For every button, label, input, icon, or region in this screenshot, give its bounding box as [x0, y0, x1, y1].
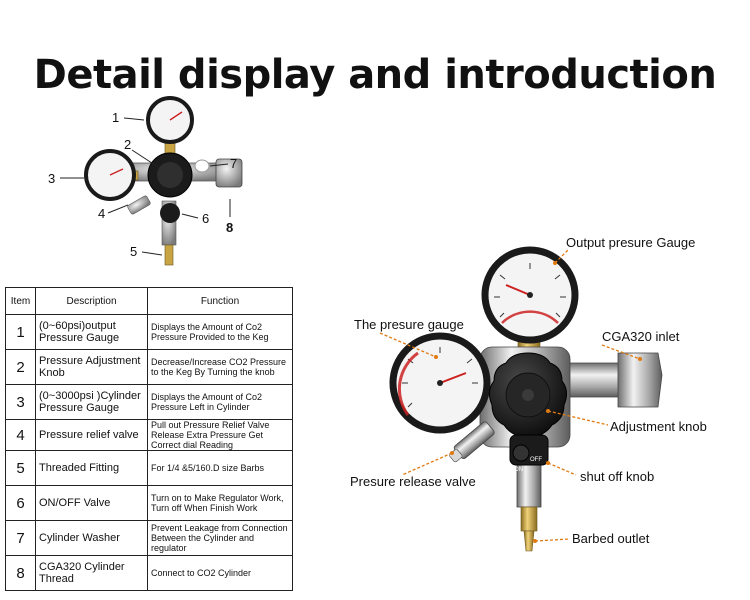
label-barbed-outlet: Barbed outlet	[572, 531, 650, 546]
callout-7: 7	[230, 156, 237, 171]
small-regulator-diagram: 1 2 3 4 5 6 7 8	[48, 96, 243, 266]
outlet-fitting	[164, 244, 174, 266]
label-output-gauge: Output presure Gauge	[566, 235, 695, 250]
table-header-row: Item Description Function	[5, 287, 293, 315]
cell-description: ON/OFF Valve	[35, 485, 148, 521]
shutoff-knob	[512, 444, 530, 462]
cylinder-gauge-needle	[439, 372, 467, 384]
relief-valve	[127, 195, 151, 215]
cga320-inlet-nut	[617, 352, 663, 408]
label-pressure-gauge: The presure gauge	[354, 317, 464, 332]
callout-2: 2	[124, 137, 131, 152]
label-adjustment-knob: Adjustment knob	[610, 419, 707, 434]
cell-item: 1	[5, 314, 36, 350]
cell-function: Pull out Pressure Relief Valve Release E…	[147, 419, 293, 451]
table-row: 4 Pressure relief valve Pull out Pressur…	[5, 419, 293, 451]
cell-description: Cylinder Washer	[35, 520, 148, 556]
small-onoff-valve	[160, 203, 180, 223]
header-function: Function	[147, 287, 293, 315]
cell-function: Connect to CO2 Cylinder	[147, 555, 293, 591]
cell-item: 4	[5, 419, 36, 451]
table-row: 2 Pressure Adjustment Knob Decrease/Incr…	[5, 349, 293, 385]
label-shutoff-knob: shut off knob	[580, 469, 654, 484]
header-item: Item	[5, 287, 36, 315]
cell-description: Threaded Fitting	[35, 450, 148, 486]
cell-function: Decrease/Increase CO2 Pressure to the Ke…	[147, 349, 293, 385]
barbed-outlet	[520, 506, 538, 532]
cell-description: CGA320 Cylinder Thread	[35, 555, 148, 591]
output-gauge-needle	[505, 284, 531, 296]
cell-item: 3	[5, 384, 36, 420]
callout-5: 5	[130, 244, 137, 259]
callout-6: 6	[202, 211, 209, 226]
cell-item: 7	[5, 520, 36, 556]
cell-function: Displays the Amount of Co2 Pressure Left…	[147, 384, 293, 420]
large-regulator-diagram: ON OFF Output presure Gauge The presure …	[350, 235, 707, 552]
table-row: 8 CGA320 Cylinder Thread Connect to CO2 …	[5, 555, 293, 591]
washer-icon	[194, 159, 210, 173]
label-cga320-inlet: CGA320 inlet	[602, 329, 680, 344]
table-row: 1 (0~60psi)output Pressure Gauge Display…	[5, 314, 293, 350]
callout-4: 4	[98, 206, 105, 221]
callout-8: 8	[226, 220, 233, 235]
cell-description: Pressure Adjustment Knob	[35, 349, 148, 385]
table-row: 3 (0~3000psi )Cylinder Pressure Gauge Di…	[5, 384, 293, 420]
pressure-release-valve	[449, 421, 495, 463]
cell-function: For 1/4 &5/160.D size Barbs	[147, 450, 293, 486]
cell-item: 8	[5, 555, 36, 591]
valve-on-label: ON	[514, 467, 523, 473]
cell-item: 6	[5, 485, 36, 521]
callout-1: 1	[112, 110, 119, 125]
callout-3: 3	[48, 171, 55, 186]
cell-item: 5	[5, 450, 36, 486]
cell-item: 2	[5, 349, 36, 385]
cell-function: Turn on to Make Regulator Work, Turn off…	[147, 485, 293, 521]
cell-description: (0~60psi)output Pressure Gauge	[35, 314, 148, 350]
table-row: 5 Threaded Fitting For 1/4 &5/160.D size…	[5, 450, 293, 486]
label-release-valve: Presure release valve	[350, 474, 476, 489]
header-description: Description	[35, 287, 148, 315]
cell-description: Pressure relief valve	[35, 419, 148, 451]
table-row: 6 ON/OFF Valve Turn on to Make Regulator…	[5, 485, 293, 521]
spec-table: Item Description Function 1 (0~60psi)out…	[5, 287, 293, 591]
table-row: 7 Cylinder Washer Prevent Leakage from C…	[5, 520, 293, 556]
cell-description: (0~3000psi )Cylinder Pressure Gauge	[35, 384, 148, 420]
valve-off-label: OFF	[530, 457, 542, 463]
inlet-nut	[215, 158, 243, 188]
page-title: Detail display and introduction	[33, 52, 717, 98]
cell-function: Displays the Amount of Co2 Pressure Prov…	[147, 314, 293, 350]
cell-function: Prevent Leakage from Connection Between …	[147, 520, 293, 556]
